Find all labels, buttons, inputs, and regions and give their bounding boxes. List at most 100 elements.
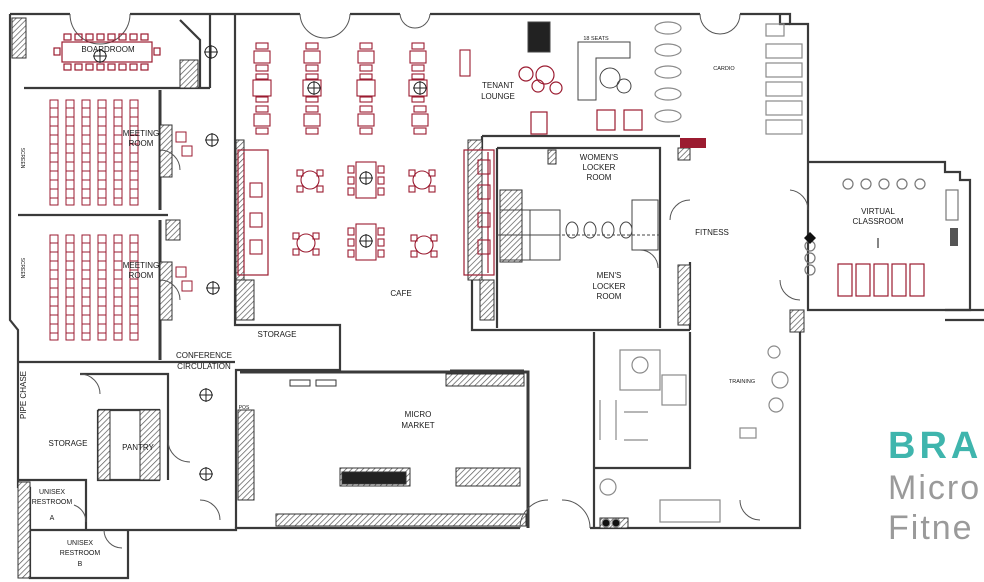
booth-table: [477, 212, 491, 228]
boardroom-chair: [118, 63, 127, 71]
booth-table: [477, 159, 491, 175]
doors: [69, 13, 809, 549]
cafe-table: [355, 161, 377, 199]
walls: [8, 12, 984, 580]
meeting-room-seating: [49, 99, 193, 341]
cafe-table: [253, 113, 271, 127]
cafe-chair: [377, 165, 385, 174]
cafe-chair: [305, 96, 319, 103]
cafe-chair: [347, 227, 355, 236]
classroom-equipment: [804, 178, 959, 297]
boardroom-chair: [53, 47, 61, 56]
cardio-machine: [654, 109, 682, 123]
cafe-chair: [347, 176, 355, 185]
boardroom-chair: [63, 33, 72, 41]
screen-label-2: SCREEN: [19, 258, 25, 279]
treadmill: [765, 81, 803, 97]
cafe-table: [303, 113, 321, 127]
cafe-chair: [413, 105, 427, 113]
cafe-table: [459, 49, 471, 77]
cafe-table: [409, 50, 427, 64]
boardroom-chair: [107, 33, 116, 41]
cafe-table: [411, 113, 429, 127]
cafe-table: [355, 223, 377, 261]
unisex-a-label: UNISEX: [39, 489, 65, 496]
column-markers: [93, 45, 427, 481]
treadmill: [765, 100, 803, 116]
cafe-chair: [255, 73, 269, 80]
room-labels: BOARDROOM MEETING ROOM MEETING ROOM SCRE…: [19, 36, 904, 568]
treadmill: [765, 62, 803, 78]
cafe-chair: [255, 105, 269, 113]
seats-label: 18 SEATS: [583, 36, 609, 42]
cardio-machine: [654, 87, 682, 101]
cafe-chair: [359, 42, 373, 50]
womens-locker-label-2: LOCKER: [583, 163, 616, 172]
training-equipment: [599, 345, 789, 528]
cafe-chair: [410, 250, 418, 258]
mens-locker-label-2: LOCKER: [593, 282, 626, 291]
cafe-chair: [296, 185, 304, 193]
round-table: [296, 233, 316, 253]
womens-locker-label: WOMEN'S: [580, 153, 618, 162]
micro-market-label-2: MARKET: [401, 421, 434, 430]
cafe-chair: [408, 185, 416, 193]
meeting-room-2-label-2: ROOM: [129, 271, 154, 280]
cafe-chair: [430, 234, 438, 242]
cafe-chair: [377, 176, 385, 185]
cafe-table: [252, 79, 272, 97]
tenant-lounge-label: TENANT: [482, 81, 514, 90]
boardroom-chair: [129, 63, 138, 71]
cafe-chair: [312, 248, 320, 256]
cafe-chair: [413, 127, 427, 135]
cafe-label: CAFE: [390, 289, 411, 298]
boardroom-chair: [140, 63, 149, 71]
treadmill: [765, 119, 803, 135]
boardroom-chair: [140, 33, 149, 41]
boardroom-furniture: [53, 33, 161, 71]
micro-market-fixtures: [289, 379, 407, 485]
cardio-machine: [654, 21, 682, 35]
storage-left-label: STORAGE: [49, 439, 88, 448]
round-table: [414, 235, 434, 255]
fitness-marker: [680, 138, 706, 148]
boardroom-chair: [107, 63, 116, 71]
cafe-chair: [359, 127, 373, 135]
boardroom-chair: [96, 33, 105, 41]
meeting-chair: [175, 131, 187, 143]
cafe-furniture: [249, 42, 491, 261]
cafe-chair: [305, 42, 319, 50]
pantry-label: PANTRY: [122, 443, 154, 452]
lounge-furniture: [518, 65, 643, 135]
pos-label: POS: [239, 405, 250, 411]
boardroom-chair: [153, 47, 161, 56]
booth-table: [249, 239, 263, 255]
cafe-chair: [359, 96, 373, 103]
cardio-equipment: [654, 21, 803, 135]
cafe-chair: [312, 232, 320, 240]
boardroom-chair: [96, 63, 105, 71]
training-label: TRAINING: [729, 379, 755, 385]
cafe-table: [253, 50, 271, 64]
round-table: [300, 170, 320, 190]
banquette: [237, 149, 495, 276]
micro-market-label: MICRO: [405, 410, 432, 419]
cafe-chair: [411, 96, 425, 103]
lounge-fixtures: [527, 21, 632, 101]
meeting-chair: [181, 145, 193, 157]
cafe-chair: [377, 187, 385, 196]
cafe-chair: [255, 64, 269, 72]
boardroom-chair: [118, 33, 127, 41]
cafe-chair: [347, 249, 355, 258]
cardio-machine: [654, 65, 682, 79]
cafe-chair: [411, 73, 425, 80]
cafe-chair: [411, 64, 425, 72]
cafe-chair: [255, 42, 269, 50]
cafe-chair: [411, 42, 425, 50]
hatched-walls: [11, 17, 805, 579]
cafe-chair: [359, 105, 373, 113]
cafe-chair: [359, 64, 373, 72]
cafe-table: [303, 50, 321, 64]
mens-locker-label-3: ROOM: [597, 292, 622, 301]
